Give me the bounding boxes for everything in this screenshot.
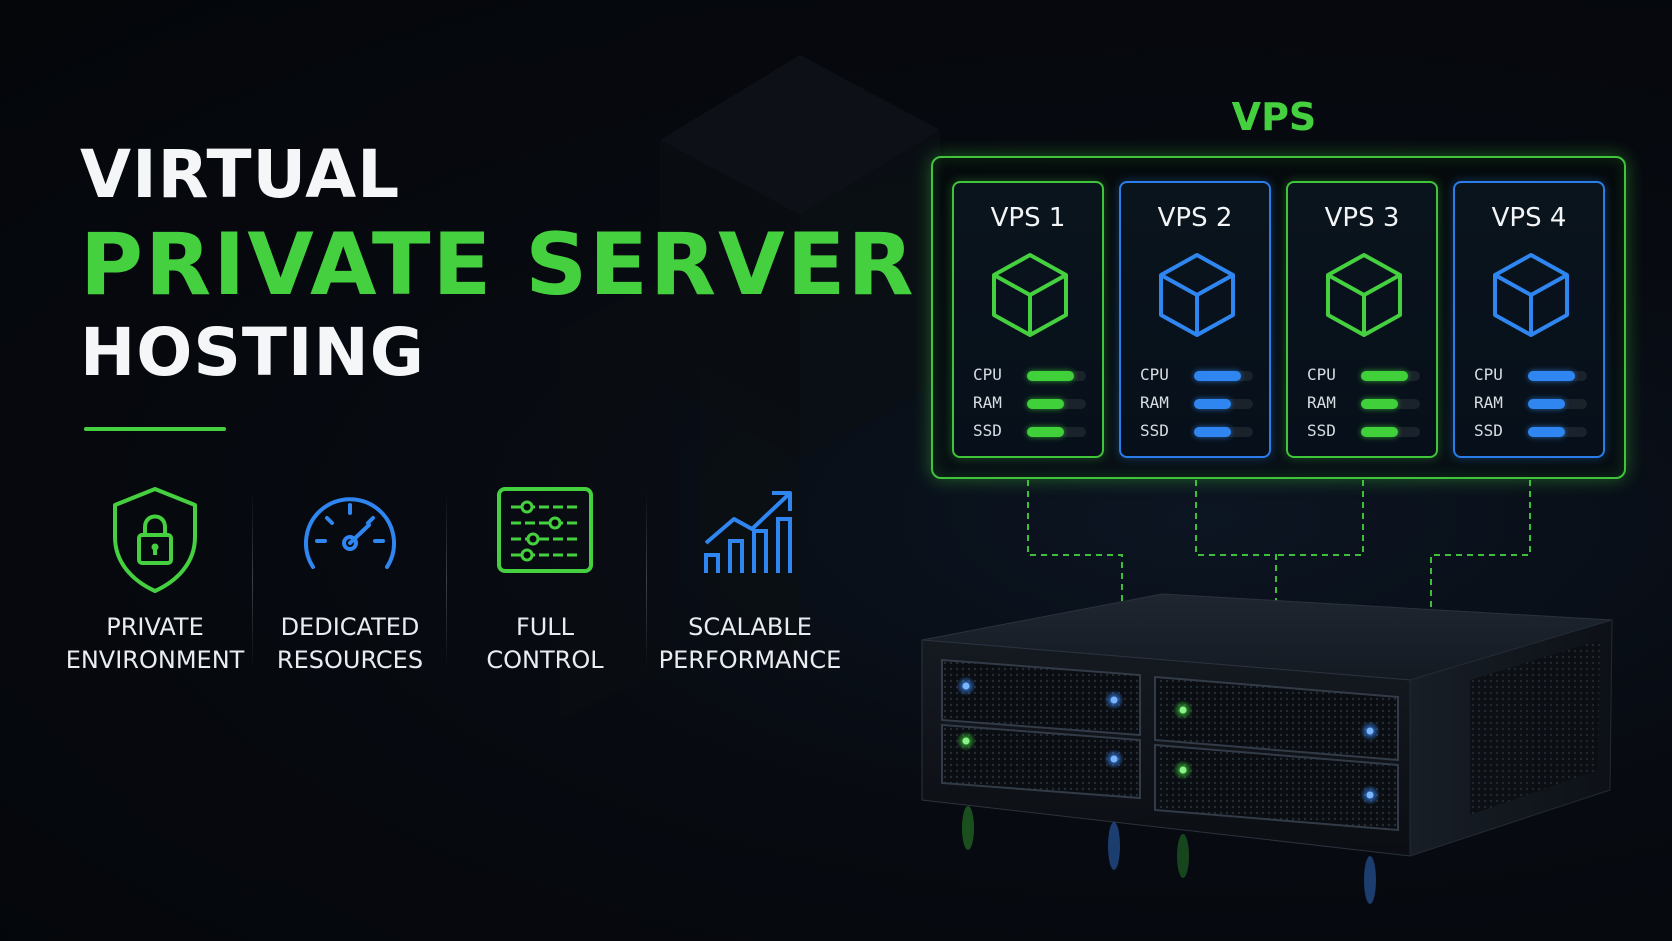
feature-divider [646,490,647,670]
resource-row-ram: RAM [1307,393,1422,413]
vps-panel-title: VPS [1231,95,1317,139]
resource-bar-fill [1027,371,1075,381]
resource-label: CPU [1307,365,1336,384]
resource-label: SSD [1307,421,1336,440]
feature-divider [252,490,253,670]
resource-row-cpu: CPU [1140,365,1255,385]
vps-name: VPS 1 [990,203,1066,233]
feature-label: FULL CONTROL [486,613,604,674]
resource-row-cpu: CPU [973,365,1088,385]
vps-name: VPS 3 [1324,203,1400,233]
resource-bar [1027,427,1086,437]
resource-label: SSD [1140,421,1169,440]
cube-icon [1159,253,1235,337]
resource-row-ram: RAM [1474,393,1589,413]
feature-divider [446,490,447,670]
cube-icon [1326,253,1402,337]
resource-bar [1528,371,1587,381]
headline-line-1: VIRTUAL [80,136,401,213]
resource-bar-fill [1528,399,1565,409]
resource-bar-fill [1194,427,1231,437]
resource-bar [1194,399,1253,409]
growth-chart-icon [704,491,792,573]
resource-row-ram: RAM [973,393,1088,413]
speedometer-icon [304,497,396,569]
resource-row-ssd: SSD [973,421,1088,441]
cube-icon [992,253,1068,337]
vps-name: VPS 4 [1491,203,1567,233]
resource-row-ssd: SSD [1140,421,1255,441]
resource-bar [1027,399,1086,409]
resource-label: RAM [973,393,1002,412]
resource-bar-fill [1027,427,1064,437]
cube-icon [1493,253,1569,337]
headline-line-3: HOSTING [80,314,425,391]
headline-underline [84,427,226,431]
feature-label: PRIVATE ENVIRONMENT [65,613,245,674]
resource-row-cpu: CPU [1307,365,1422,385]
resource-label: CPU [1140,365,1169,384]
resource-bar [1194,371,1253,381]
control-panel-icon [497,487,593,573]
resource-bar [1194,427,1253,437]
resource-label: CPU [973,365,1002,384]
vps-card-3: VPS 3 CPU RAM SSD [1286,181,1438,458]
resource-label: SSD [1474,421,1503,440]
vps-card-1: VPS 1 CPU RAM SSD [952,181,1104,458]
resource-label: RAM [1307,393,1336,412]
vps-card-2: VPS 2 CPU RAM SSD [1119,181,1271,458]
resource-row-ram: RAM [1140,393,1255,413]
feature-full-control: FULL CONTROL [450,485,640,675]
resource-row-ssd: SSD [1307,421,1422,441]
resource-bar-fill [1361,371,1409,381]
feature-scalable-performance: SCALABLE PERFORMANCE [650,485,850,675]
resource-label: SSD [973,421,1002,440]
resource-bar-fill [1528,371,1576,381]
resource-bar-fill [1194,399,1231,409]
resource-bar [1361,371,1420,381]
feature-label: DEDICATED RESOURCES [276,613,424,674]
resource-bar [1361,399,1420,409]
resource-bar-fill [1361,427,1398,437]
resource-label: CPU [1474,365,1503,384]
feature-list: PRIVATE ENVIRONMENT DEDICATED RESOURCES [60,485,860,675]
headline-line-2: PRIVATE SERVER [80,215,916,315]
vps-name: VPS 2 [1157,203,1233,233]
feature-label: SCALABLE PERFORMANCE [658,613,842,674]
resource-bar-fill [1027,399,1064,409]
shield-lock-icon [113,487,197,593]
resource-bar-fill [1361,399,1398,409]
resource-row-ssd: SSD [1474,421,1589,441]
resource-label: RAM [1140,393,1169,412]
resource-bar [1528,427,1587,437]
resource-bar-fill [1194,371,1242,381]
feature-dedicated-resources: DEDICATED RESOURCES [255,485,445,675]
resource-bar [1361,427,1420,437]
resource-label: RAM [1474,393,1503,412]
resource-row-cpu: CPU [1474,365,1589,385]
vps-card-4: VPS 4 CPU RAM SSD [1453,181,1605,458]
resource-bar-fill [1528,427,1565,437]
feature-private-environment: PRIVATE ENVIRONMENT [60,485,250,675]
resource-bar [1528,399,1587,409]
resource-bar [1027,371,1086,381]
